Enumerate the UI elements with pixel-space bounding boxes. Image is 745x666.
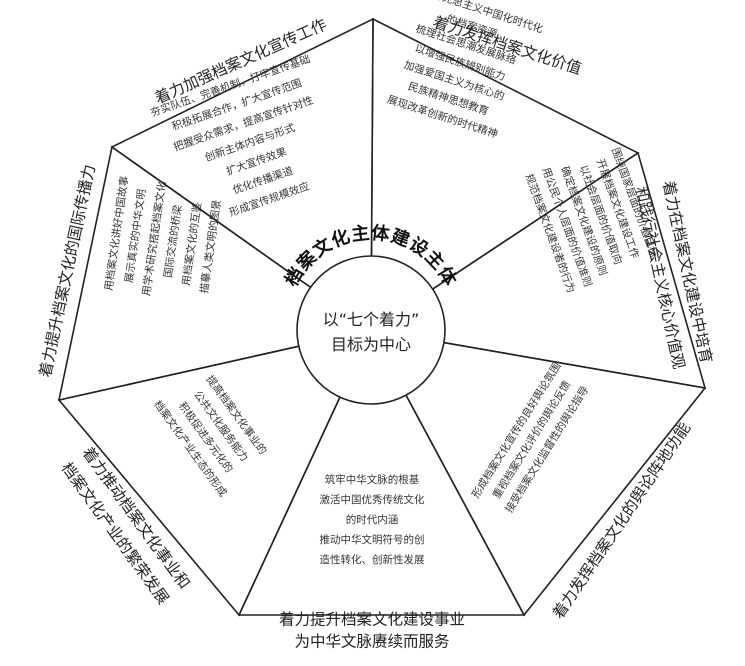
sector-5-content-line: 激活中国优秀传统文化: [320, 493, 425, 506]
sector-5-content: 筑牢中华文脉的根基激活中国优秀传统文化的时代内涵推动中华文明符号的创造性转化、创…: [320, 473, 425, 566]
center-circle: [296, 255, 446, 405]
sector-5-content-line: 造性转化、创新性发展: [320, 553, 425, 566]
sector-5-title-line: 为中华文脉赓续而服务: [294, 632, 449, 651]
sector-5-title-line: 着力提升档案文化建设事业: [279, 611, 465, 629]
sector-5-content-line: 推动中华文明符号的创: [320, 533, 425, 546]
sector-5-title: 着力提升档案文化建设事业为中华文脉赓续而服务: [279, 611, 465, 651]
center-line-1: 以“七个着力”: [323, 310, 420, 329]
sector-5-content-line: 筑牢中华文脉的根基: [325, 473, 420, 486]
sector-5-content-line: 的时代内涵: [346, 513, 399, 526]
center-line-2: 目标为中心: [331, 335, 411, 354]
